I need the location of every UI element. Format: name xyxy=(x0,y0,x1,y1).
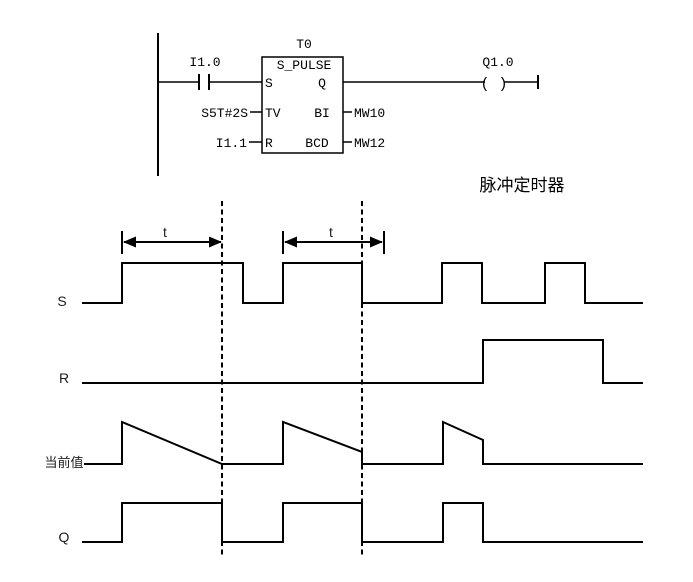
waveform-row-2 xyxy=(84,420,643,465)
pin-q: Q xyxy=(318,76,326,91)
row-label-q: Q xyxy=(59,529,70,545)
pin-bi: BI xyxy=(314,106,330,121)
interval-label-1: t xyxy=(163,224,167,240)
row-label-cv: 当前值 xyxy=(44,455,83,471)
row-label-r: R xyxy=(59,370,69,386)
interval-arrow-0 xyxy=(121,231,222,254)
r-value: I1.1 xyxy=(216,136,247,151)
pin-tv: TV xyxy=(265,106,281,121)
waveforms xyxy=(82,262,643,543)
ladder-network: I1.0 T0 S_PULSE S Q TV BI R BCD S5T#2S I… xyxy=(157,33,539,176)
bi-value: MW10 xyxy=(354,106,385,121)
timer-name: T0 xyxy=(296,37,312,52)
no-contact-symbol xyxy=(198,74,210,90)
interval-label-2: t xyxy=(329,224,333,240)
coil-symbol: ( ) xyxy=(480,76,507,93)
waveform-row-0 xyxy=(82,262,643,304)
waveform-row-3 xyxy=(82,502,643,543)
row-label-s: S xyxy=(57,293,66,309)
contact-label: I1.0 xyxy=(189,55,220,70)
timer-block-box xyxy=(261,56,344,154)
tv-value: S5T#2S xyxy=(201,106,248,121)
time-markers xyxy=(121,201,385,556)
pin-bcd: BCD xyxy=(305,136,329,151)
interval-arrow-1 xyxy=(282,231,385,254)
pin-r: R xyxy=(265,136,273,151)
caption-text: 脉冲定时器 xyxy=(480,176,565,196)
pin-s: S xyxy=(265,76,273,91)
coil-label: Q1.0 xyxy=(482,55,513,70)
bcd-value: MW12 xyxy=(354,136,385,151)
block-type-label: S_PULSE xyxy=(277,58,332,73)
waveform-row-1 xyxy=(82,339,643,384)
